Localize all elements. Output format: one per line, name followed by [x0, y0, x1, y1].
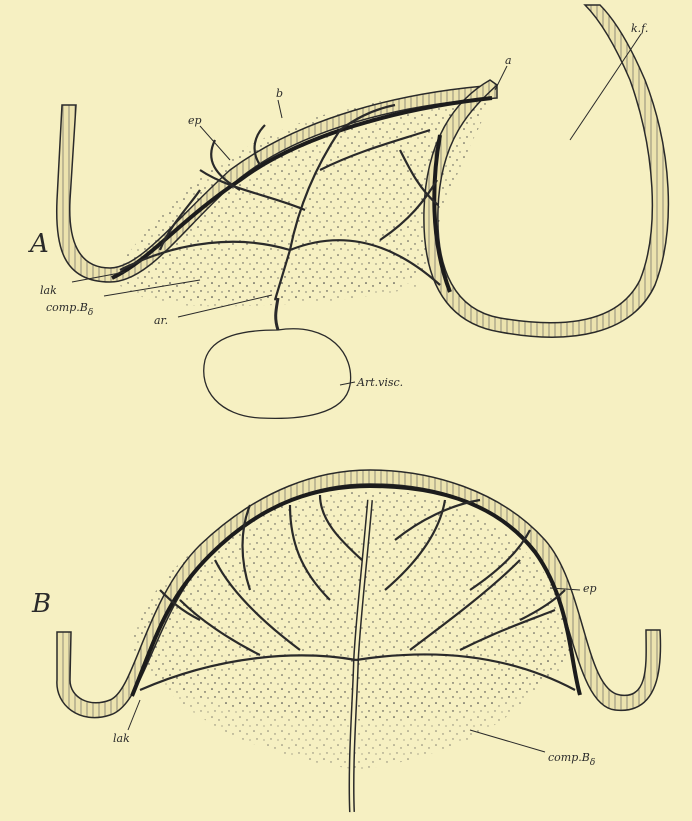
label-ep-a: ep — [188, 114, 202, 127]
panel-a: A a b ep k.f. lak comp.Bδ ar. Art.visc. — [28, 5, 668, 418]
label-comp-a: comp.Bδ — [46, 301, 93, 318]
panel-b: B ep lak comp.Bδ — [31, 470, 660, 812]
label-comp-a-sub: δ — [88, 308, 93, 318]
label-comp-a-text: comp.B — [46, 301, 88, 314]
label-kf: k.f. — [631, 22, 648, 35]
label-comp-b: comp.Bδ — [548, 751, 595, 768]
label-a: a — [505, 54, 512, 67]
label-ep-b: ep — [583, 582, 597, 595]
label-b: b — [276, 87, 283, 100]
panel-b-letter: B — [31, 589, 51, 619]
panel-a-letter: A — [28, 229, 49, 259]
label-ar: ar. — [154, 314, 168, 327]
label-lak-b: lak — [113, 732, 130, 745]
label-comp-b-text: comp.B — [548, 751, 590, 764]
label-art-visc: Art.visc. — [356, 376, 403, 389]
art-visc-outline — [204, 329, 351, 419]
label-comp-b-sub: δ — [590, 758, 595, 768]
panel-a-right-loop — [424, 5, 669, 337]
panel-a-artery — [276, 298, 278, 330]
label-lak-a: lak — [40, 284, 57, 297]
